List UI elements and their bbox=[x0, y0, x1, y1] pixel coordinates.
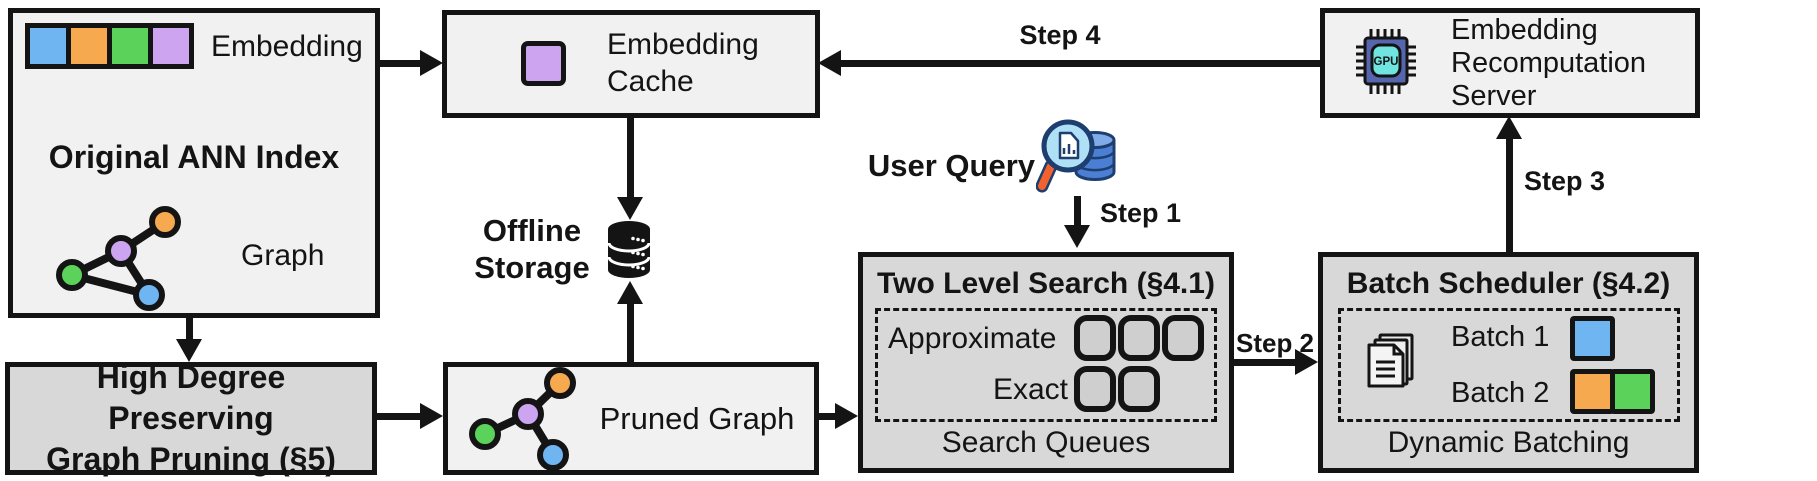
approximate-queue-label: Approximate bbox=[888, 322, 1057, 355]
offline-storage-database-icon bbox=[607, 221, 651, 278]
arrow-ann-to-pruning-head bbox=[176, 339, 202, 362]
arrow-step4-head bbox=[818, 50, 841, 76]
search-queues-panel: Approximate Exact bbox=[875, 308, 1217, 422]
step3-label: Step 3 bbox=[1524, 166, 1606, 196]
search-queues-caption: Search Queues bbox=[941, 426, 1151, 459]
batch1-label: Batch 1 bbox=[1451, 321, 1550, 353]
gpu-chip-icon: GPU bbox=[1356, 29, 1416, 94]
step1-label: Step 1 bbox=[1100, 198, 1182, 228]
offline-storage-label: Offline Storage bbox=[474, 213, 590, 285]
arrow-step3-line bbox=[1506, 135, 1513, 254]
approximate-queue-slots bbox=[1074, 315, 1204, 361]
original-ann-index-title: Original ANN Index bbox=[48, 139, 340, 175]
embedding-cache-box: Embedding Cache bbox=[442, 10, 820, 118]
queue-slot bbox=[1118, 366, 1160, 412]
embedding-chip-purple bbox=[148, 23, 194, 69]
arrow-pruning-to-pruned-line bbox=[375, 413, 423, 420]
batch2-slots bbox=[1570, 369, 1655, 414]
step2-label: Step 2 bbox=[1235, 328, 1315, 358]
arrow-step2-line bbox=[1231, 359, 1299, 366]
graph-pruning-title: High Degree Preserving Graph Pruning (§5… bbox=[46, 359, 336, 477]
graph-label: Graph bbox=[241, 239, 325, 272]
batch-scheduler-title: Batch Scheduler (§4.2) bbox=[1346, 267, 1671, 300]
batch-scheduler-box: Batch Scheduler (§4.2) Batch 1 Batch 2 D… bbox=[1318, 252, 1699, 473]
arrow-pruned-to-search-line bbox=[817, 413, 839, 420]
arrow-pruned-to-storage-head bbox=[617, 281, 643, 304]
embedding-vector-strip bbox=[25, 23, 194, 69]
gpu-chip-text: GPU bbox=[1374, 56, 1399, 68]
two-level-search-box: Two Level Search (§4.1) Approximate Exac… bbox=[858, 252, 1234, 473]
original-graph-icon bbox=[56, 206, 181, 311]
arrow-ann-to-cache-head bbox=[420, 50, 443, 76]
graph-pruning-box: High Degree Preserving Graph Pruning (§5… bbox=[5, 359, 377, 477]
batch2-label: Batch 2 bbox=[1451, 377, 1550, 409]
recomputation-server-label: Embedding Recomputation Server bbox=[1451, 14, 1647, 112]
batch1-slots bbox=[1570, 316, 1615, 361]
recomputation-server-box: GPU Embedding Recomputation Server bbox=[1320, 8, 1700, 118]
user-query-search-icon bbox=[1036, 119, 1116, 193]
batch2-chip-orange bbox=[1570, 369, 1615, 414]
exact-queue-label: Exact bbox=[992, 373, 1068, 406]
exact-queue-slots bbox=[1074, 366, 1160, 412]
embedding-cache-label: Embedding Cache bbox=[607, 28, 759, 98]
arrow-ann-to-cache-line bbox=[378, 60, 424, 67]
arrow-step2-head bbox=[1295, 349, 1318, 375]
queue-slot bbox=[1074, 315, 1116, 361]
arrow-pruned-to-search-head bbox=[835, 403, 858, 429]
pruned-graph-label: Pruned Graph bbox=[599, 401, 795, 436]
arrow-pruning-to-pruned-head bbox=[420, 403, 443, 429]
dynamic-batching-panel: Batch 1 Batch 2 bbox=[1338, 308, 1680, 422]
pruned-graph-box: Pruned Graph bbox=[443, 362, 819, 475]
embedding-label: Embedding bbox=[211, 30, 363, 63]
arrow-pruned-to-storage-line bbox=[627, 300, 634, 364]
step4-label: Step 4 bbox=[1019, 20, 1101, 50]
arrow-step3-head bbox=[1496, 116, 1522, 139]
arrow-step1-head bbox=[1064, 225, 1090, 248]
batch2-chip-green bbox=[1610, 369, 1655, 414]
dynamic-batching-caption: Dynamic Batching bbox=[1387, 426, 1630, 459]
pruned-graph-icon bbox=[469, 367, 576, 470]
two-level-search-title: Two Level Search (§4.1) bbox=[877, 267, 1215, 300]
embedding-chip-orange bbox=[66, 23, 112, 69]
arrow-cache-to-storage-line bbox=[627, 116, 634, 200]
arrow-step1-line bbox=[1074, 196, 1081, 228]
arrow-ann-to-pruning-line bbox=[186, 314, 193, 342]
arrow-step4-line bbox=[839, 60, 1320, 67]
queue-slot bbox=[1118, 315, 1160, 361]
batch1-chip-blue bbox=[1570, 316, 1615, 361]
documents-stack-icon bbox=[1367, 333, 1414, 388]
embedding-chip-blue bbox=[25, 23, 71, 69]
arrow-cache-to-storage-head bbox=[617, 197, 643, 220]
cached-embedding-chip bbox=[521, 41, 566, 86]
user-query-label: User Query bbox=[867, 148, 1035, 183]
original-ann-index-box: Embedding Original ANN Index Graph bbox=[8, 8, 380, 318]
queue-slot bbox=[1162, 315, 1204, 361]
embedding-chip-green bbox=[107, 23, 153, 69]
queue-slot bbox=[1074, 366, 1116, 412]
